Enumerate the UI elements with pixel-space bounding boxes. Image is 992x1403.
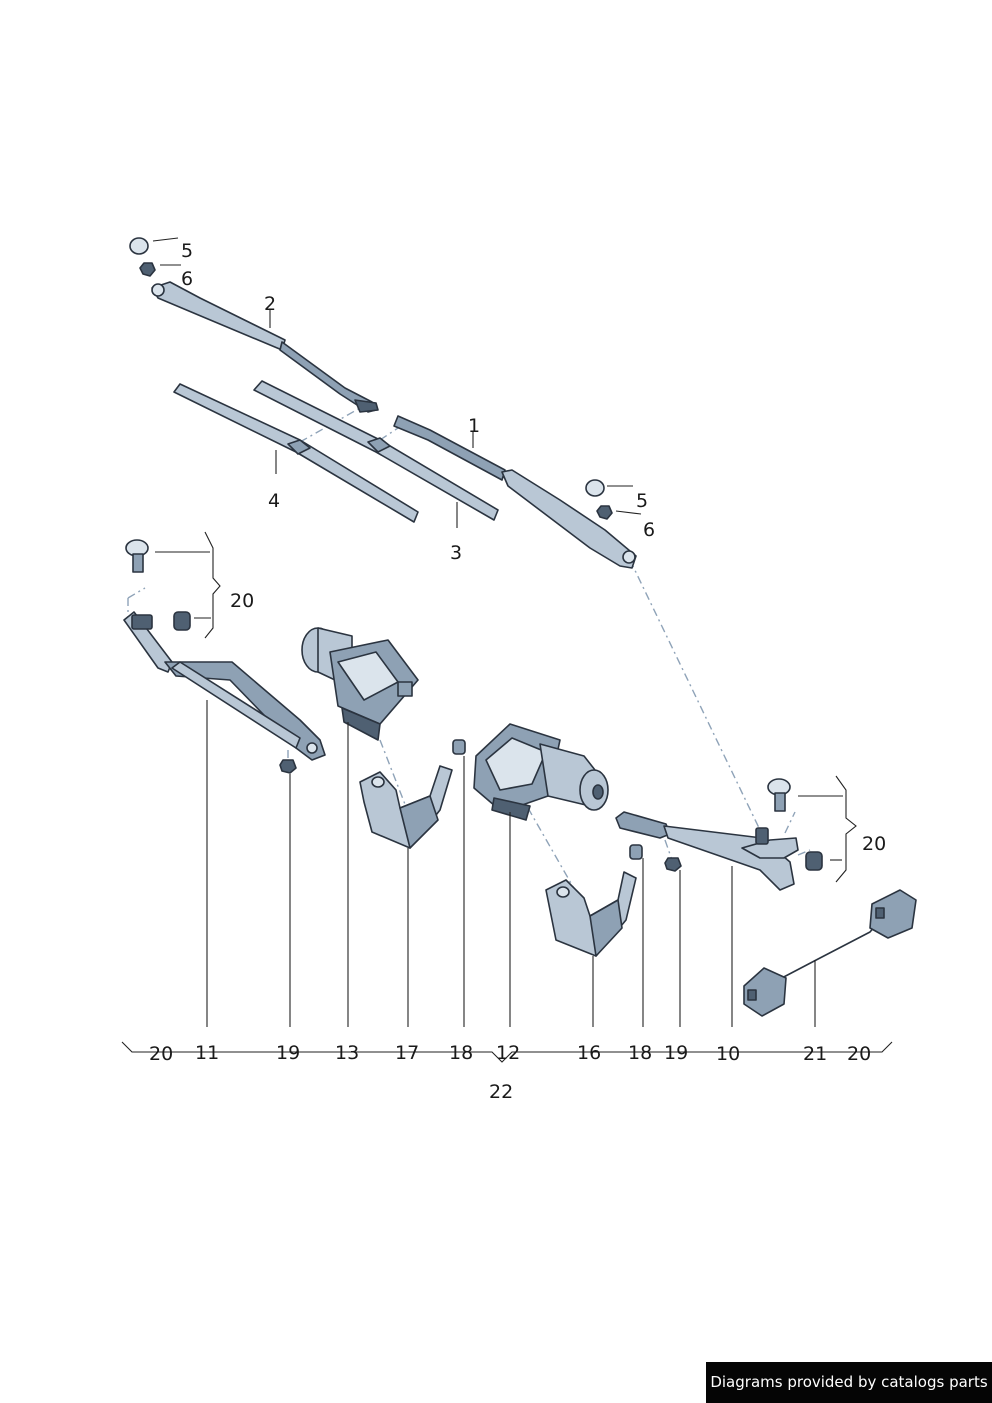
callout-22: 22	[489, 1081, 513, 1103]
callout-21: 21	[803, 1043, 827, 1065]
callout-11: 11	[195, 1042, 219, 1064]
cap-nut-set-right	[585, 479, 613, 520]
wiper-blade-4	[173, 383, 419, 523]
callout-17: 17	[395, 1042, 419, 1064]
callout-4: 4	[268, 490, 280, 512]
wiper-linkage-left	[123, 611, 326, 761]
callout-10: 10	[716, 1043, 740, 1065]
wiper-blade-3	[253, 380, 499, 521]
callout-19-left: 19	[276, 1042, 300, 1064]
callout-1: 1	[468, 415, 480, 437]
callout-5-left: 5	[181, 240, 193, 262]
callout-20-bottom-left: 20	[149, 1043, 173, 1065]
callout-labels: 5 6 2 1 4 3 5 6 20 20 20 11 19 13 17 18 …	[149, 240, 886, 1103]
wiper-arm-left	[151, 281, 379, 413]
callout-20-left: 20	[230, 590, 254, 612]
bolt-bushing-left	[125, 539, 191, 631]
callout-6-left: 6	[181, 268, 193, 290]
cap-nut-set-left	[129, 237, 156, 277]
callout-3: 3	[450, 542, 462, 564]
callout-18-right: 18	[628, 1042, 652, 1064]
bolt-bushing-right	[767, 778, 823, 871]
wiper-arm-right	[393, 415, 637, 569]
nut-19-left	[279, 759, 297, 774]
callout-6-right: 6	[643, 519, 655, 541]
callout-13: 13	[335, 1042, 359, 1064]
grommet-18-left	[452, 739, 466, 755]
callout-5-right: 5	[636, 490, 648, 512]
grommet-18-right	[629, 844, 643, 860]
callout-16: 16	[577, 1042, 601, 1064]
leader-lines	[121, 237, 893, 1063]
callout-20-bottom-right: 20	[847, 1043, 871, 1065]
nut-19-right	[664, 857, 682, 872]
assembly-lines	[127, 407, 811, 921]
callout-2: 2	[264, 293, 276, 315]
callout-19-right: 19	[664, 1042, 688, 1064]
credit-banner: Diagrams provided by catalogs parts	[706, 1362, 992, 1403]
callout-20-right: 20	[862, 833, 886, 855]
wiper-motor-12	[473, 723, 609, 821]
wiper-linkage-right	[615, 811, 799, 891]
wiring-harness-21	[743, 889, 917, 1017]
callout-18-left: 18	[449, 1042, 473, 1064]
wiper-motor-13	[301, 627, 419, 741]
motor-bracket-16	[545, 871, 637, 957]
motor-bracket-17	[359, 765, 453, 849]
callout-12: 12	[496, 1042, 520, 1064]
